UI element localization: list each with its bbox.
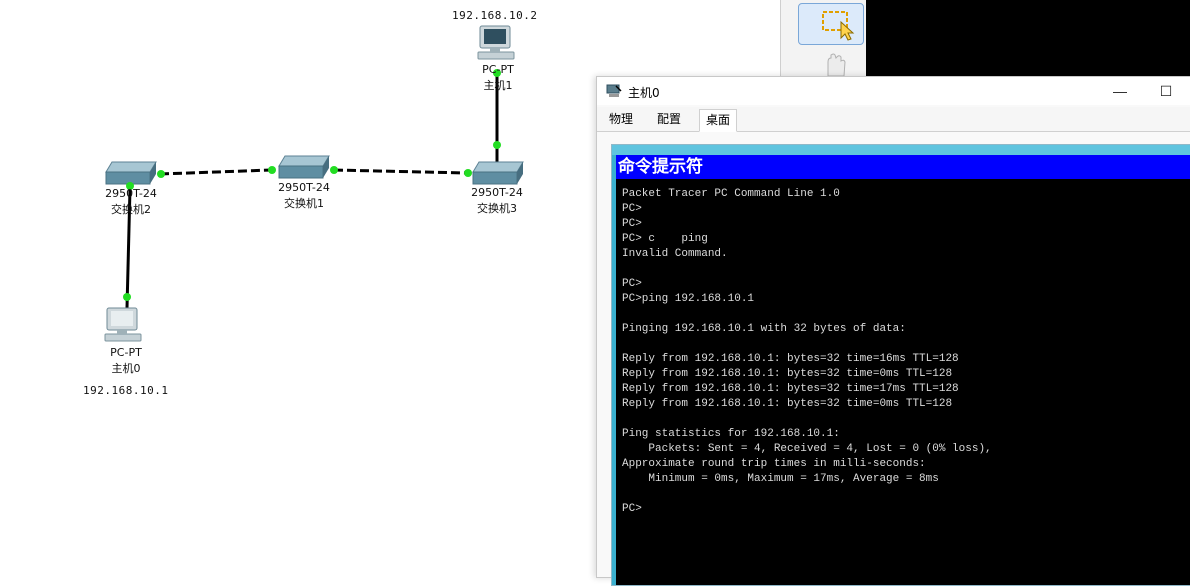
port-indicator: [330, 166, 338, 174]
minimize-button[interactable]: —: [1113, 83, 1127, 99]
pc-window-icon: [606, 84, 622, 97]
switch-icon[interactable]: [472, 161, 524, 185]
port-indicator: [493, 69, 501, 77]
terminal-line: PC>: [622, 503, 642, 515]
terminal-line: Invalid Command.: [622, 248, 728, 260]
device-name-label: 交换机1: [284, 197, 324, 210]
link-sw2-sw1[interactable]: [159, 168, 273, 176]
dark-panel: [866, 0, 1190, 76]
device-model-label: 2950T-24: [278, 181, 330, 194]
switch-icon[interactable]: [105, 161, 157, 185]
select-tool-icon: [822, 11, 855, 41]
pc-window[interactable]: 主机0 — ☐ 物理 配置 桌面 命令提示符 Packet Tracer PC …: [596, 76, 1190, 586]
terminal-line: PC>: [622, 278, 642, 290]
device-name-label: 交换机3: [477, 202, 517, 215]
device-name-label: 主机0: [111, 362, 141, 375]
ip-label: 192.168.10.2: [452, 9, 538, 22]
terminal-line: Reply from 192.168.10.1: bytes=32 time=0…: [622, 398, 953, 410]
port-indicator: [123, 293, 131, 301]
tab-physical[interactable]: 物理: [609, 112, 634, 126]
window-title: 主机0: [628, 86, 660, 100]
desktop-icon-strip: [612, 145, 1190, 155]
port-indicator: [268, 166, 276, 174]
terminal-line: PC>: [622, 218, 642, 230]
window-tabs: 物理 配置 桌面: [597, 107, 1190, 132]
terminal-line: Approximate round trip times in milli-se…: [622, 458, 926, 470]
device-model-label: 2950T-24: [471, 186, 523, 199]
device-name-label: 交换机2: [111, 203, 151, 216]
terminal-line: Ping statistics for 192.168.10.1:: [622, 428, 840, 440]
terminal-line: [622, 262, 992, 277]
terminal-line: Packets: Sent = 4, Received = 4, Lost = …: [622, 443, 992, 455]
pc-icon[interactable]: [104, 307, 142, 342]
port-indicator: [464, 169, 472, 177]
port-indicator: [157, 170, 165, 178]
tab-config[interactable]: 配置: [657, 112, 682, 126]
switch-icon[interactable]: [278, 155, 330, 179]
device-model-label: PC-PT: [110, 346, 142, 359]
pc-icon[interactable]: [477, 25, 515, 60]
terminal-line: [622, 487, 992, 502]
select-tool-button[interactable]: [798, 3, 864, 45]
device-model-label: PC-PT: [482, 63, 514, 76]
port-indicator: [493, 141, 501, 149]
hand-tool-icon[interactable]: [820, 52, 850, 76]
ip-label: 192.168.10.1: [83, 384, 169, 397]
maximize-button[interactable]: ☐: [1159, 83, 1173, 99]
window-titlebar[interactable]: 主机0 — ☐: [597, 77, 1190, 105]
terminal-line: [622, 412, 992, 427]
topology-canvas[interactable]: [0, 0, 1190, 564]
device-name-label: 主机1: [483, 79, 513, 92]
terminal-line: Reply from 192.168.10.1: bytes=32 time=1…: [622, 353, 959, 365]
terminal-line: Minimum = 0ms, Maximum = 17ms, Average =…: [622, 473, 939, 485]
command-prompt-title: 命令提示符: [616, 155, 1190, 179]
device-model-label: 2950T-24: [105, 187, 157, 200]
link-sw1-sw3[interactable]: [333, 168, 469, 175]
tab-desktop[interactable]: 桌面: [699, 109, 738, 132]
terminal-line: [622, 337, 992, 352]
terminal-line: PC> c ping: [622, 233, 708, 245]
terminal-line: [622, 307, 992, 322]
terminal-line: PC>: [622, 203, 642, 215]
terminal-line: Pinging 192.168.10.1 with 32 bytes of da…: [622, 323, 906, 335]
terminal-line: Reply from 192.168.10.1: bytes=32 time=0…: [622, 368, 953, 380]
terminal-line: Reply from 192.168.10.1: bytes=32 time=1…: [622, 383, 959, 395]
terminal-line: Packet Tracer PC Command Line 1.0: [622, 188, 840, 200]
terminal-line: PC>ping 192.168.10.1: [622, 293, 755, 305]
link-sw2-pc0[interactable]: [125, 187, 132, 309]
port-indicator: [126, 182, 134, 190]
